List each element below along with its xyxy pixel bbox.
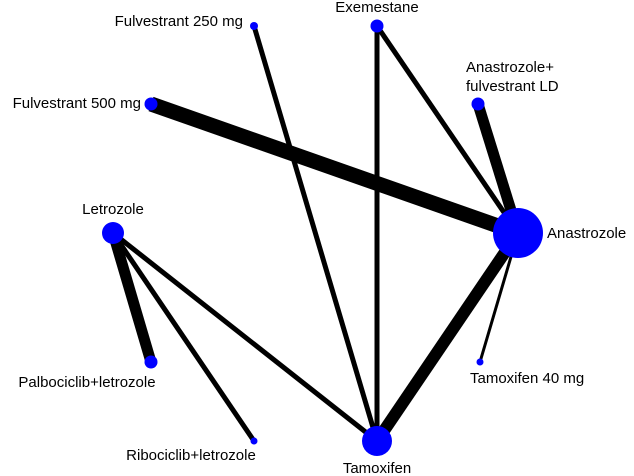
- edge-fulv250-tam: [251, 25, 380, 442]
- label-letro: Letrozole: [82, 201, 144, 218]
- label-tam: Tamoxifen: [343, 460, 411, 476]
- edges-layer: [107, 24, 524, 445]
- node-tam40: [476, 358, 484, 366]
- edge-letro-palbo: [107, 231, 157, 364]
- edge-exem-anas: [374, 24, 521, 235]
- edge-letro-tam: [111, 231, 379, 443]
- edge-letro-ribo: [110, 231, 257, 443]
- labels-layer: Fulvestrant 250 mg ExemestaneAnastrozole+…: [13, 0, 627, 476]
- label-ribo: Ribociclib+letrozole: [126, 447, 256, 464]
- edge-anas-tam: [372, 229, 523, 445]
- edge-fulv500-anas: [148, 96, 521, 241]
- node-letro: [102, 222, 124, 244]
- label-palbo: Palbociclib+letrozole: [18, 374, 155, 391]
- label-anas: Anastrozole: [547, 225, 626, 242]
- node-ribo: [250, 437, 258, 445]
- node-exem: [370, 19, 384, 33]
- label-fulv250: Fulvestrant 250 mg: [115, 13, 243, 30]
- label-exem: Exemestane: [335, 0, 418, 16]
- label-tam40: Tamoxifen 40 mg: [470, 370, 584, 387]
- node-fulv500: [144, 97, 158, 111]
- node-tam: [362, 426, 392, 456]
- node-palbo: [144, 355, 158, 369]
- node-anafulv: [471, 97, 485, 111]
- nodes-layer: [102, 19, 543, 456]
- node-anas: [493, 208, 543, 258]
- label-fulv500: Fulvestrant 500 mg: [13, 95, 141, 112]
- node-fulv250: [250, 22, 258, 30]
- label-anafulv: Anastrozole+fulvestrant LD: [466, 59, 559, 95]
